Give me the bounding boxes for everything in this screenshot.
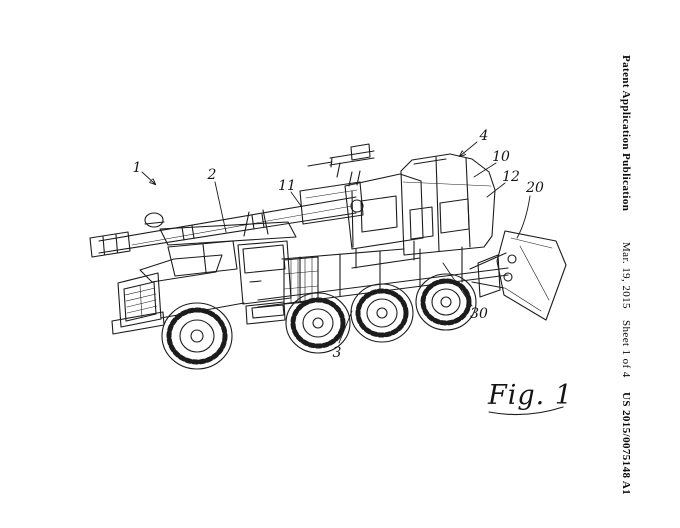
ref-numeral-30: 30 [470,306,488,322]
header-date: Mar. 19, 2015 [620,242,632,309]
header-patent-number: US 2015/0075148 A1 [620,392,632,496]
figure-label-underline [488,406,564,416]
front-wheel [161,302,233,370]
ref-numeral-1: 1 [133,160,142,176]
wheels [161,273,477,370]
turret-mount [344,173,424,269]
ref-numeral-12: 12 [502,169,520,185]
rear-wheel-1 [285,292,351,354]
machine-gun [307,143,375,187]
ref-numeral-3: 3 [333,345,342,361]
ref-numeral-20: 20 [525,180,544,196]
truck-cab [111,212,297,335]
recoil-spade [469,230,567,321]
rear-wheel-2 [350,283,414,343]
rear-wheel-3 [415,273,477,331]
figure-label: Fig. 1 [487,380,573,411]
rear-cabin [400,153,496,256]
header-sheet: Sheet 1 of 4 [620,320,632,378]
ref-numeral-10: 10 [492,149,510,165]
ref-numeral-2: 2 [207,167,217,183]
gun-barrel [89,181,364,258]
leader-lines [141,141,531,344]
reference-numerals: 1 2 11 4 10 12 20 30 3 [133,128,544,361]
header-publication: Patent Application Publication [620,55,632,212]
ref-numeral-11: 11 [278,178,296,194]
ref-numeral-4: 4 [479,128,489,144]
beacon-dome [144,212,164,228]
